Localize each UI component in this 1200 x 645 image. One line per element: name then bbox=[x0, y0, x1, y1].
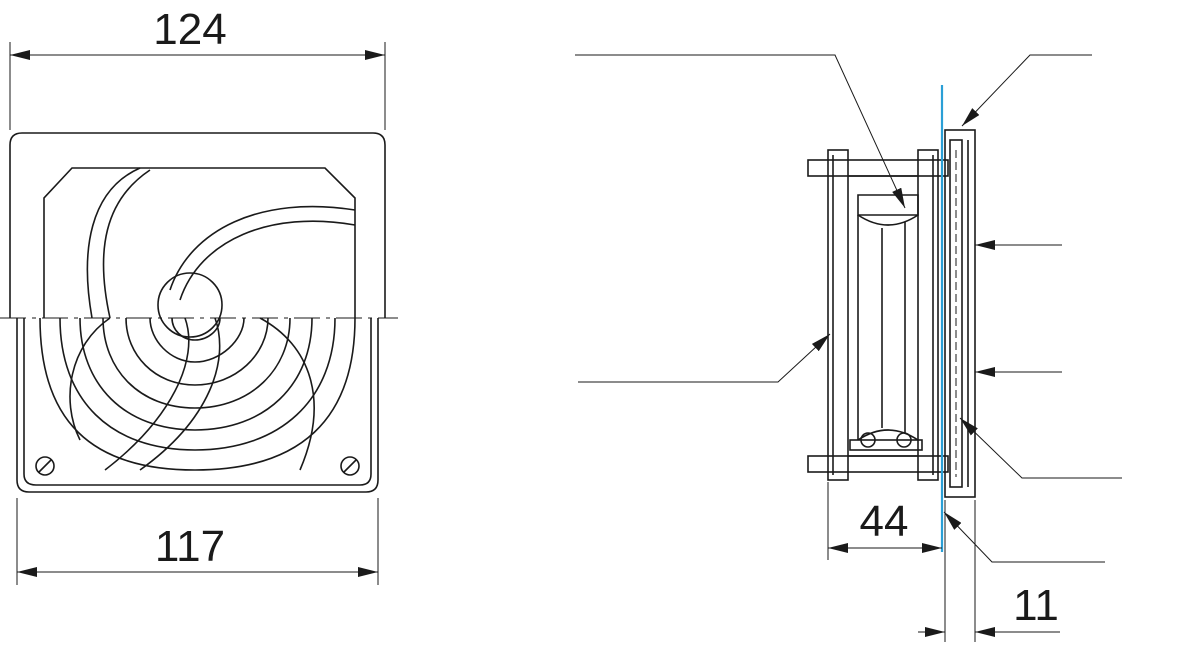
dimension-117: 117 bbox=[16, 498, 379, 585]
dimension-11: 11 bbox=[918, 500, 1060, 642]
dimension-44: 44 bbox=[827, 482, 942, 560]
leader-lines bbox=[575, 54, 1122, 563]
screw-right bbox=[340, 456, 360, 476]
front-view: 124 bbox=[0, 5, 398, 585]
fan-body bbox=[807, 149, 949, 481]
fan-grille bbox=[16, 317, 379, 493]
dimension-label-124: 124 bbox=[153, 5, 226, 54]
dimension-label-44: 44 bbox=[860, 497, 909, 546]
screw-left bbox=[35, 456, 55, 476]
fan-hood bbox=[9, 132, 386, 338]
dimension-124: 124 bbox=[9, 5, 386, 130]
dimension-label-117: 117 bbox=[155, 522, 225, 571]
filter-cover bbox=[944, 129, 976, 498]
dimension-label-11: 11 bbox=[1013, 581, 1059, 630]
side-view: 44 11 bbox=[575, 54, 1122, 642]
